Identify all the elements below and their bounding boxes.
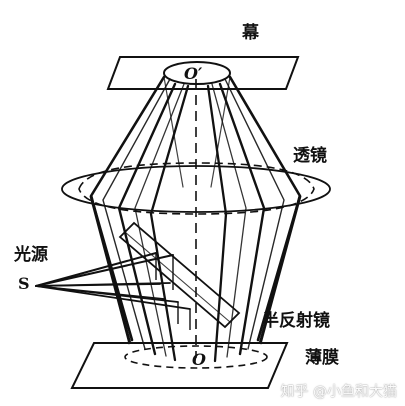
top-center-label: O′ [184, 64, 203, 83]
source-point-label: S [18, 274, 30, 293]
lens-label: 透镜 [293, 146, 327, 166]
film-label: 薄膜 [305, 348, 339, 368]
half-mirror [120, 223, 239, 327]
screen-focal-ellipse [164, 62, 230, 84]
film-plane [72, 343, 287, 388]
half-mirror-inner-edge [125, 232, 230, 322]
screen-plane [108, 57, 298, 89]
lower-right-shell [260, 196, 300, 344]
film-focal-ellipse [125, 346, 267, 368]
source-rays [36, 253, 190, 309]
bottom-center-label: O [192, 350, 206, 369]
mirror-reflections [156, 253, 190, 330]
lens-dashed-ring [79, 163, 314, 214]
light-source-label: 光源 [14, 245, 48, 265]
screen-label: 幕 [242, 23, 259, 43]
watermark: 知乎 @小鱼和大猫 [280, 384, 397, 400]
half-mirror-label: 半反射镜 [262, 311, 330, 331]
